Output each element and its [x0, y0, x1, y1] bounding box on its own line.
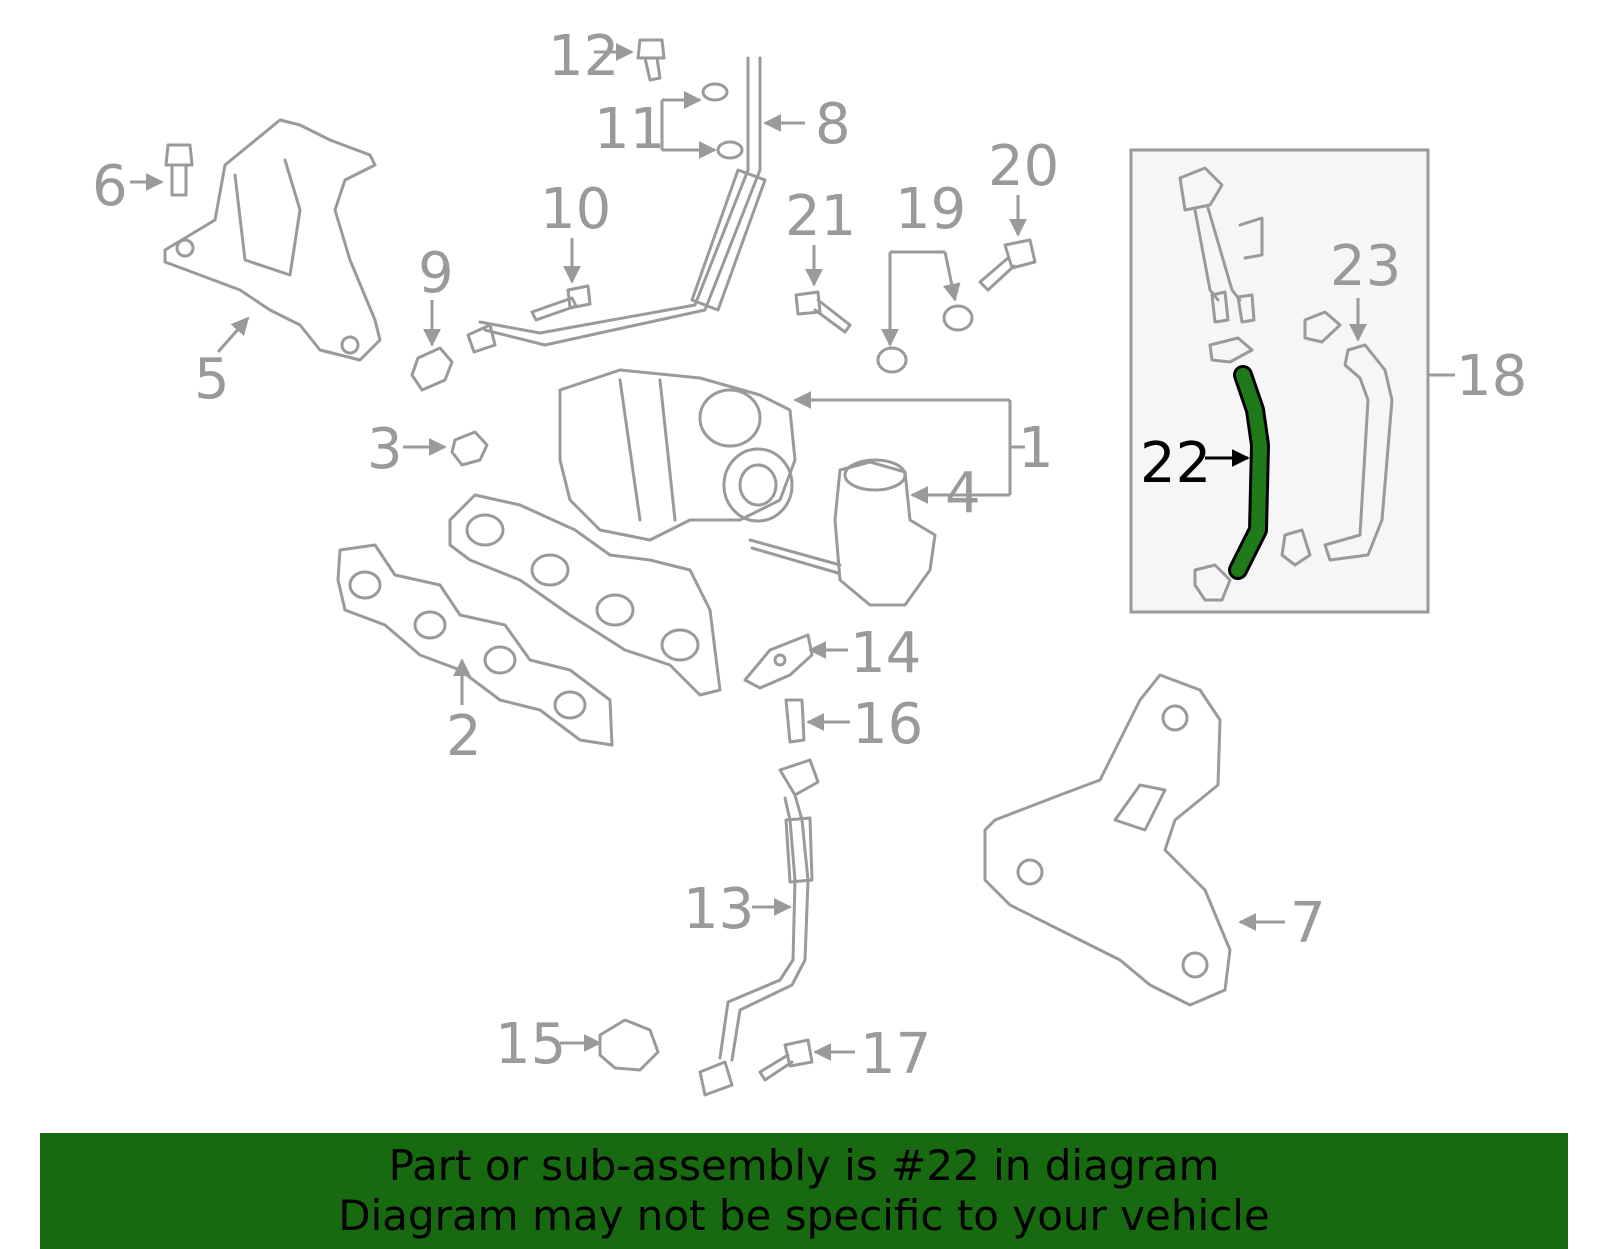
label-20: 20: [988, 134, 1059, 199]
label-13: 13: [683, 877, 754, 942]
label-15: 15: [495, 1012, 566, 1077]
part-8-oil-pipe: [466, 56, 767, 354]
label-18: 18: [1456, 344, 1527, 409]
part-19-washers: [876, 304, 974, 374]
label-5: 5: [194, 347, 230, 412]
part-17-bolt: [758, 1038, 814, 1082]
label-22: 22: [1140, 431, 1211, 496]
part-7-heat-shield: [983, 673, 1232, 1007]
label-7: 7: [1290, 891, 1326, 956]
part-22-hose-fill: [1231, 368, 1267, 577]
label-1: 1: [1018, 416, 1054, 481]
part-9-gasket: [410, 346, 454, 392]
part-5-heat-shield: [163, 118, 382, 362]
label-10: 10: [540, 177, 611, 242]
label-14: 14: [850, 621, 921, 686]
label-23: 23: [1330, 234, 1401, 299]
part-15-gasket: [598, 1018, 660, 1072]
part-20-bolt: [978, 238, 1037, 292]
info-banner: Part or sub-assembly is #22 in diagram D…: [40, 1133, 1568, 1249]
part-12-bolt: [636, 38, 666, 82]
label-16: 16: [852, 692, 923, 757]
part-18-kit-box: [1129, 148, 1430, 614]
label-19: 19: [895, 177, 966, 242]
part-14-gasket: [743, 633, 814, 690]
callout-labels: 1 2 3 4 5 6 7 8 9 10 11 12 13 14 15 16 1…: [92, 24, 1527, 1087]
part-11-washers: [701, 82, 744, 160]
part-6-bolt: [164, 143, 194, 197]
banner-line-1: Part or sub-assembly is #22 in diagram: [388, 1141, 1220, 1190]
label-4: 4: [945, 461, 981, 526]
leader-lines: [130, 43, 1455, 1061]
exhaust-manifold: [448, 493, 722, 697]
part-3-nut: [450, 430, 489, 467]
label-12: 12: [548, 24, 619, 89]
label-21: 21: [785, 184, 856, 249]
part-21-bolt: [794, 290, 852, 334]
part-16-stud: [784, 698, 806, 744]
part-1-turbocharger: [558, 368, 797, 542]
label-8: 8: [815, 92, 851, 157]
part-10-bolt: [530, 284, 592, 322]
label-3: 3: [367, 417, 403, 482]
label-6: 6: [92, 154, 128, 219]
label-9: 9: [418, 241, 454, 306]
label-11: 11: [594, 97, 665, 162]
label-17: 17: [860, 1022, 931, 1087]
banner-line-2: Diagram may not be specific to your vehi…: [338, 1191, 1270, 1240]
part-4-actuator: [748, 458, 937, 607]
part-2-manifold-gasket: [336, 543, 614, 747]
part-13-oil-line: [698, 758, 820, 1097]
label-2: 2: [446, 704, 482, 769]
